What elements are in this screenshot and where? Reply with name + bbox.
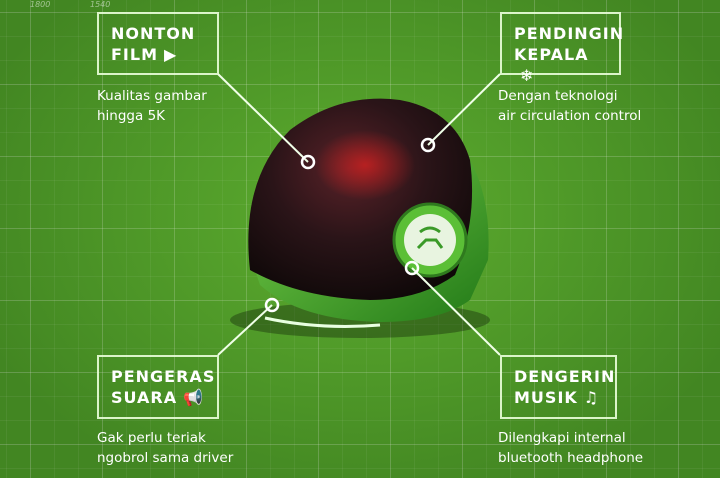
callout-lines bbox=[217, 73, 501, 356]
ruler-label: 1540 bbox=[90, 0, 111, 9]
callout-title: PENDINGIN bbox=[514, 24, 625, 43]
callout-pendingin-kepala: PENDINGIN KEPALA ❄ bbox=[500, 12, 625, 85]
callout-title: FILM bbox=[111, 45, 158, 64]
megaphone-icon: 📢 bbox=[183, 388, 205, 407]
callout-points bbox=[264, 137, 436, 313]
callout-title: NONTON bbox=[111, 24, 196, 43]
callout-title: KEPALA bbox=[514, 45, 589, 64]
callout-nonton-film: NONTON FILM ▶ bbox=[97, 12, 219, 75]
callout-title: MUSIK bbox=[514, 388, 578, 407]
callout-pengeras-suara: PENGERAS SUARA 📢 bbox=[97, 355, 219, 419]
callout-dengerin-musik: DENGERIN MUSIK ♫ bbox=[500, 355, 617, 419]
callout-title: DENGERIN bbox=[514, 367, 616, 386]
ruler-label: 1800 bbox=[30, 0, 51, 9]
snowflake-icon: ❄ bbox=[520, 66, 535, 85]
play-circle-icon: ▶ bbox=[164, 45, 178, 64]
music-note-icon: ♫ bbox=[583, 388, 600, 407]
callout-title: SUARA bbox=[111, 388, 178, 407]
callout-title: PENGERAS bbox=[111, 367, 216, 386]
